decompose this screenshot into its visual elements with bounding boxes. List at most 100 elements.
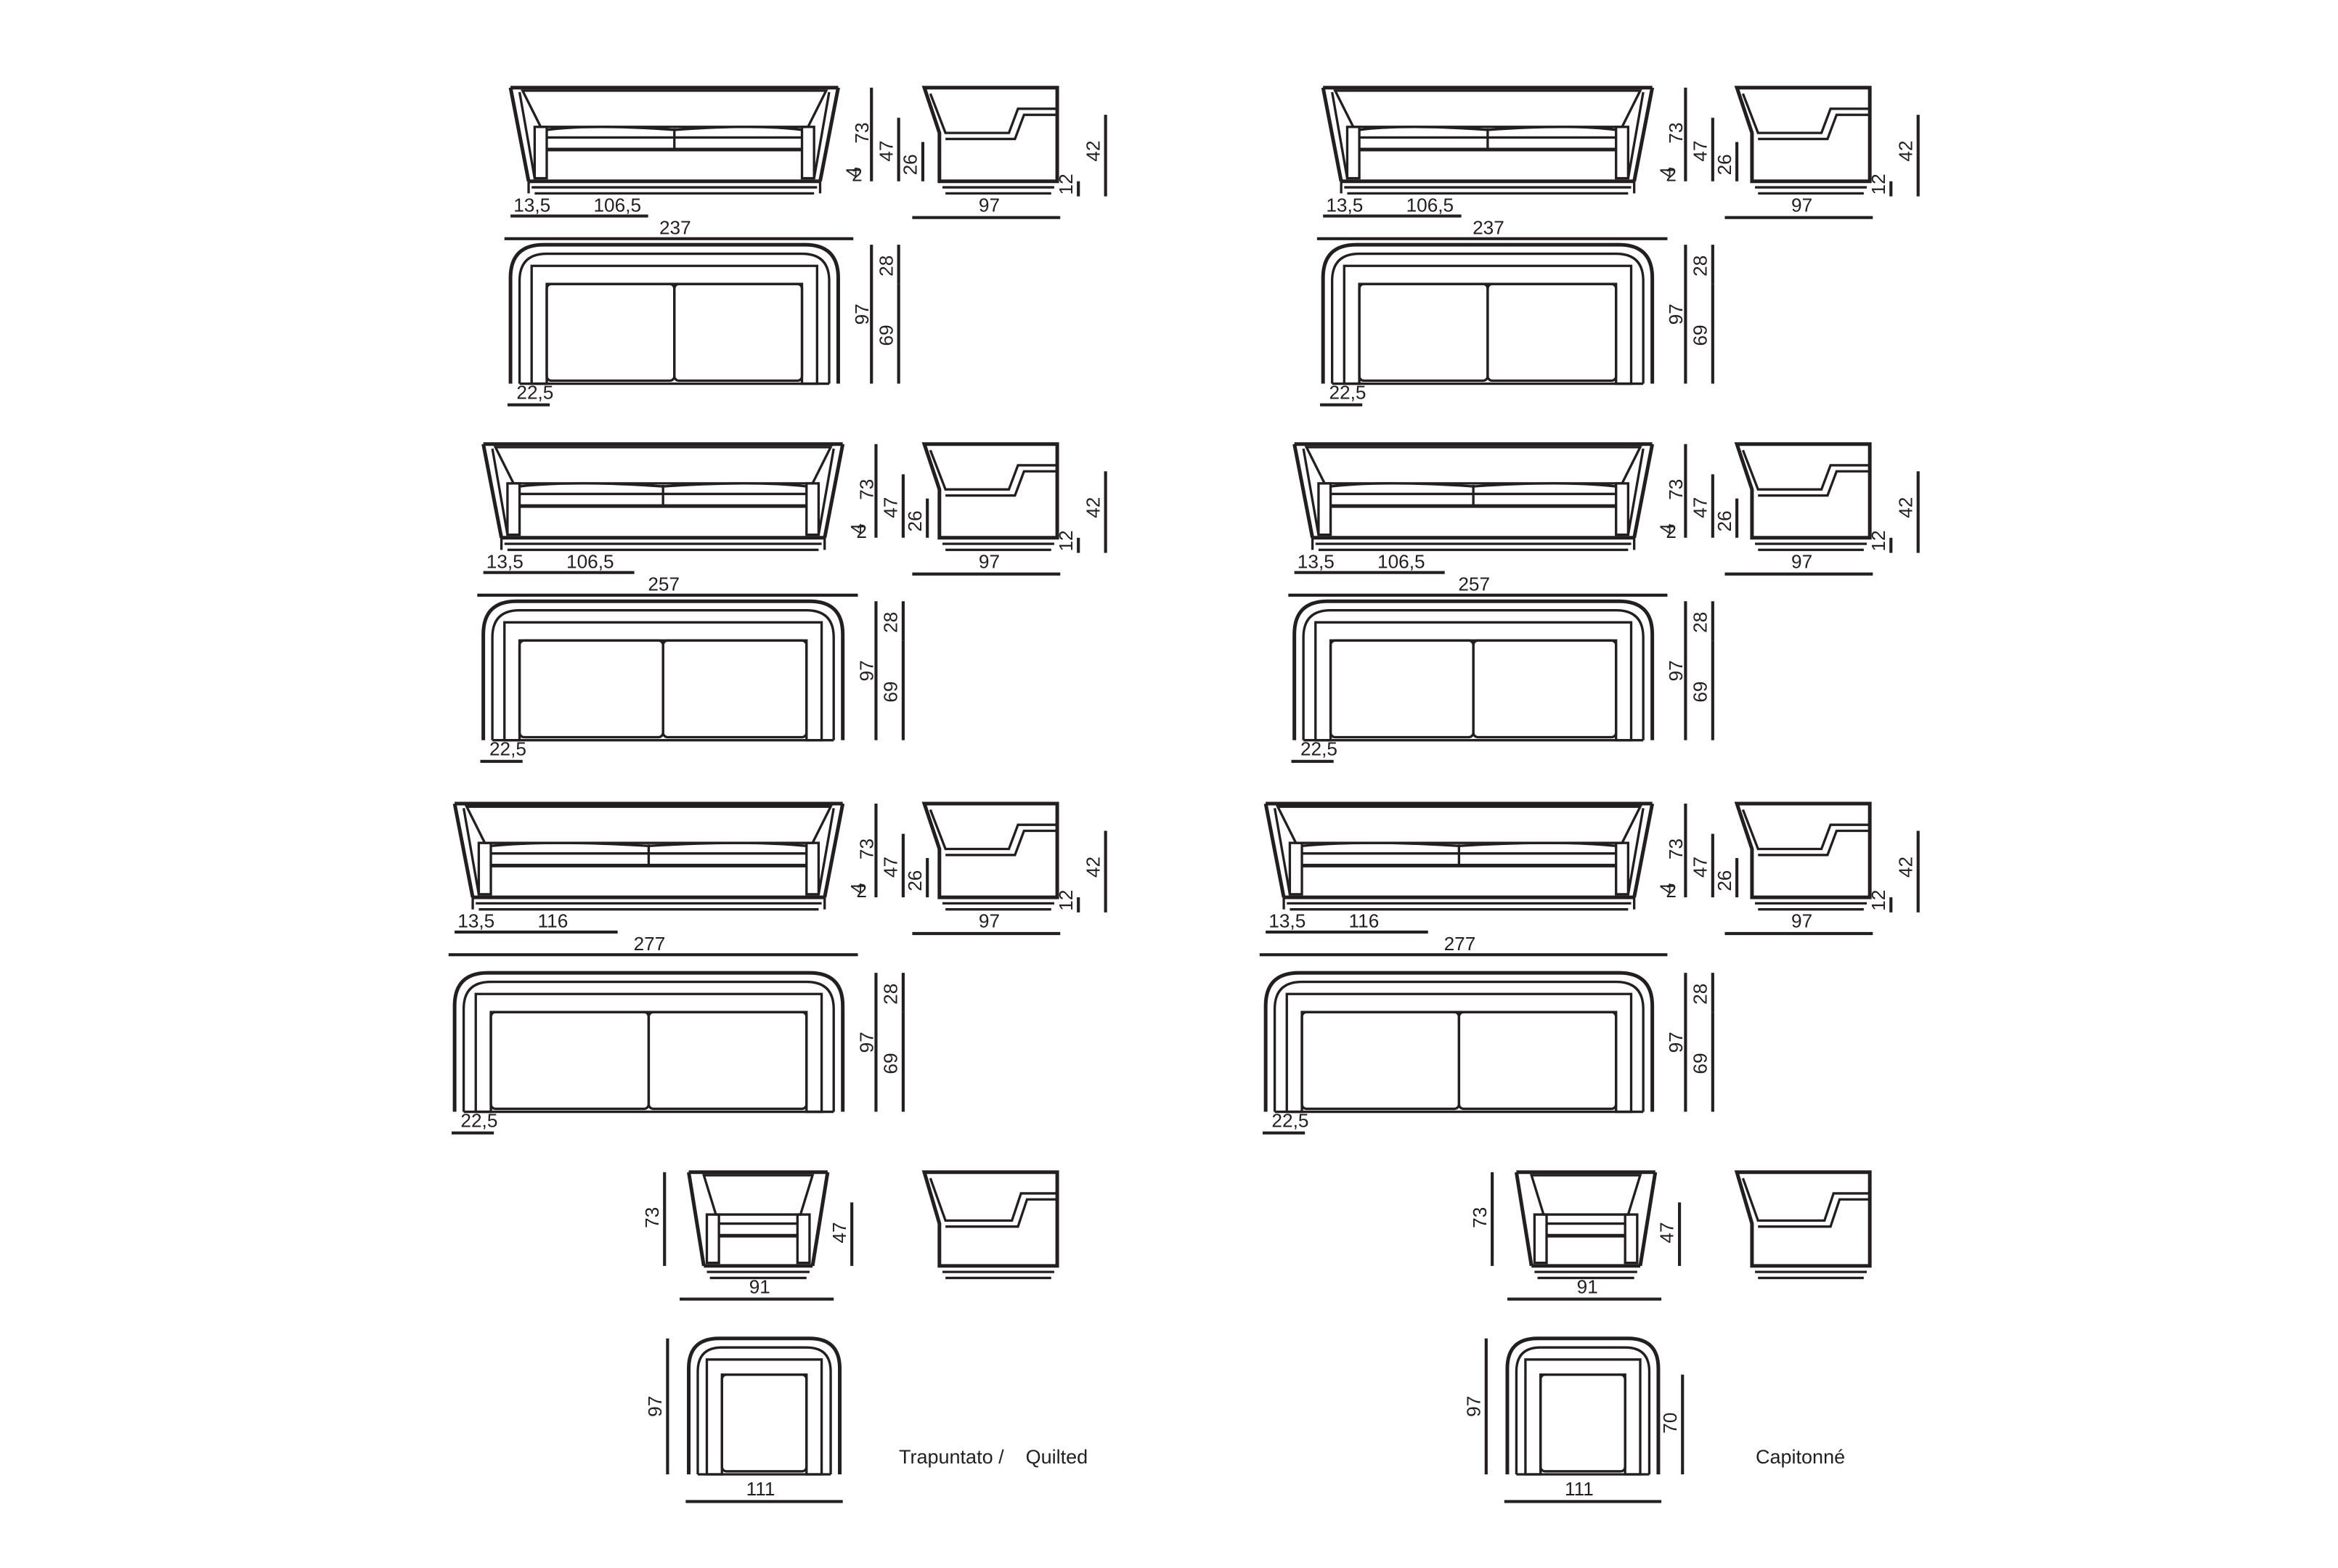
armchair-side-view bbox=[921, 1170, 1059, 1280]
dimension-label: 73 bbox=[1665, 838, 1687, 859]
dimension-label: 13,5 bbox=[457, 910, 494, 932]
dimension-label: 42 bbox=[1894, 141, 1916, 162]
dimension-label: 47 bbox=[880, 497, 902, 518]
dimension-label: 47 bbox=[1656, 1222, 1678, 1243]
dimension-label: 13,5 bbox=[513, 194, 550, 216]
dimension-label: 12 bbox=[1867, 530, 1889, 551]
dimension-label: 4 bbox=[1656, 523, 1678, 534]
dimension-label: 22,5 bbox=[1329, 381, 1366, 403]
dimension-label: 97 bbox=[1791, 910, 1812, 932]
dimension-label: 69 bbox=[880, 681, 902, 702]
dimension-label: 13,5 bbox=[1298, 550, 1335, 572]
dimension-label: 12 bbox=[1055, 530, 1077, 551]
dimension-label: 70 bbox=[1659, 1413, 1681, 1434]
dimension-label: 106,5 bbox=[1406, 194, 1454, 216]
sofa-plan-view: 97 28 69 22,5 bbox=[1291, 599, 1714, 763]
dimension-label: 28 bbox=[1690, 984, 1711, 1005]
dimension-label: 28 bbox=[880, 984, 902, 1005]
dimension-label: 28 bbox=[875, 256, 897, 277]
dimension-label: 47 bbox=[1690, 497, 1711, 518]
legend-quilted: Trapuntato / Quilted bbox=[899, 1446, 1088, 1468]
dimension-label: 91 bbox=[1577, 1275, 1598, 1297]
dimension-label: 106,5 bbox=[566, 550, 614, 572]
dimension-label: 97 bbox=[979, 194, 1000, 216]
dimension-label: 42 bbox=[1894, 857, 1916, 878]
dimension-label: 97 bbox=[1665, 1032, 1687, 1053]
dimension-label: 4 bbox=[1656, 883, 1678, 894]
dimension-label: 4 bbox=[1656, 167, 1678, 178]
dimension-label: 257 bbox=[648, 573, 680, 595]
dimension-label: 69 bbox=[880, 1053, 902, 1074]
dimension-label: 26 bbox=[1714, 870, 1735, 891]
dimension-label: 97 bbox=[1665, 660, 1687, 681]
dimension-label: 47 bbox=[828, 1222, 850, 1243]
dimension-label: 73 bbox=[1665, 479, 1687, 500]
dimension-label: 42 bbox=[1082, 857, 1104, 878]
armchair-front-view: 73 47 91 bbox=[641, 1170, 854, 1301]
dimension-label: 22,5 bbox=[516, 381, 553, 403]
dimension-label: 47 bbox=[1690, 141, 1711, 162]
dimension-label: 97 bbox=[1791, 194, 1812, 216]
dimension-label: 97 bbox=[1463, 1396, 1485, 1417]
dimension-label: 97 bbox=[979, 550, 1000, 572]
dimension-label: 28 bbox=[1690, 256, 1711, 277]
dimension-label: 97 bbox=[855, 1032, 877, 1053]
dimension-label: 26 bbox=[1714, 510, 1735, 531]
dimension-label: 237 bbox=[659, 217, 691, 239]
dimension-label: 42 bbox=[1082, 141, 1104, 162]
dimension-label: 2 bbox=[1666, 880, 1677, 902]
dimension-label: 47 bbox=[880, 857, 902, 878]
dimension-label: 13,5 bbox=[486, 550, 524, 572]
dimension-label: 22,5 bbox=[460, 1109, 497, 1131]
dimension-label: 22,5 bbox=[1300, 738, 1337, 759]
dimension-label: 73 bbox=[1665, 123, 1687, 144]
dimension-label: 91 bbox=[749, 1275, 770, 1297]
dimension-label: 116 bbox=[538, 910, 569, 932]
sofa-plan-view: 97 28 69 22,5 bbox=[1320, 242, 1714, 407]
dimension-label: 42 bbox=[1894, 497, 1916, 518]
dimension-label: 97 bbox=[855, 660, 877, 681]
sofa-plan-view: 97 28 69 22,5 bbox=[451, 971, 905, 1135]
dimension-label: 4 bbox=[847, 883, 868, 894]
dimension-label: 69 bbox=[1690, 324, 1711, 346]
dimension-label: 13,5 bbox=[1326, 194, 1363, 216]
dimension-label: 73 bbox=[1469, 1207, 1491, 1228]
dimension-label: 69 bbox=[1690, 681, 1711, 702]
dimension-label: 28 bbox=[1690, 612, 1711, 633]
dimension-label: 73 bbox=[855, 838, 877, 859]
armchair-side-view bbox=[1734, 1170, 1872, 1280]
dimension-label: 116 bbox=[1349, 910, 1380, 932]
dimension-label: 42 bbox=[1082, 497, 1104, 518]
dimension-label: 2 bbox=[1666, 520, 1677, 542]
dimension-label: 28 bbox=[880, 612, 902, 633]
dimension-label: 4 bbox=[842, 167, 864, 178]
dimension-label: 26 bbox=[900, 154, 921, 175]
dimension-label: 26 bbox=[1714, 154, 1735, 175]
dimension-label: 22,5 bbox=[1271, 1109, 1308, 1131]
dimension-label: 22,5 bbox=[489, 738, 526, 759]
dimension-label: 73 bbox=[855, 479, 877, 500]
legend-capitonne: Capitonné bbox=[1756, 1446, 1846, 1468]
dimension-label: 237 bbox=[1473, 217, 1504, 239]
sofa-plan-view: 97 28 69 22,5 bbox=[480, 599, 905, 763]
dimension-label: 73 bbox=[641, 1207, 663, 1228]
dimension-label: 97 bbox=[851, 303, 873, 324]
dimension-label: 106,5 bbox=[593, 194, 641, 216]
dimension-label: 13,5 bbox=[1268, 910, 1306, 932]
dimension-label: 2 bbox=[852, 164, 863, 186]
dimension-label: 97 bbox=[1665, 303, 1687, 324]
dimension-label: 4 bbox=[847, 523, 868, 534]
